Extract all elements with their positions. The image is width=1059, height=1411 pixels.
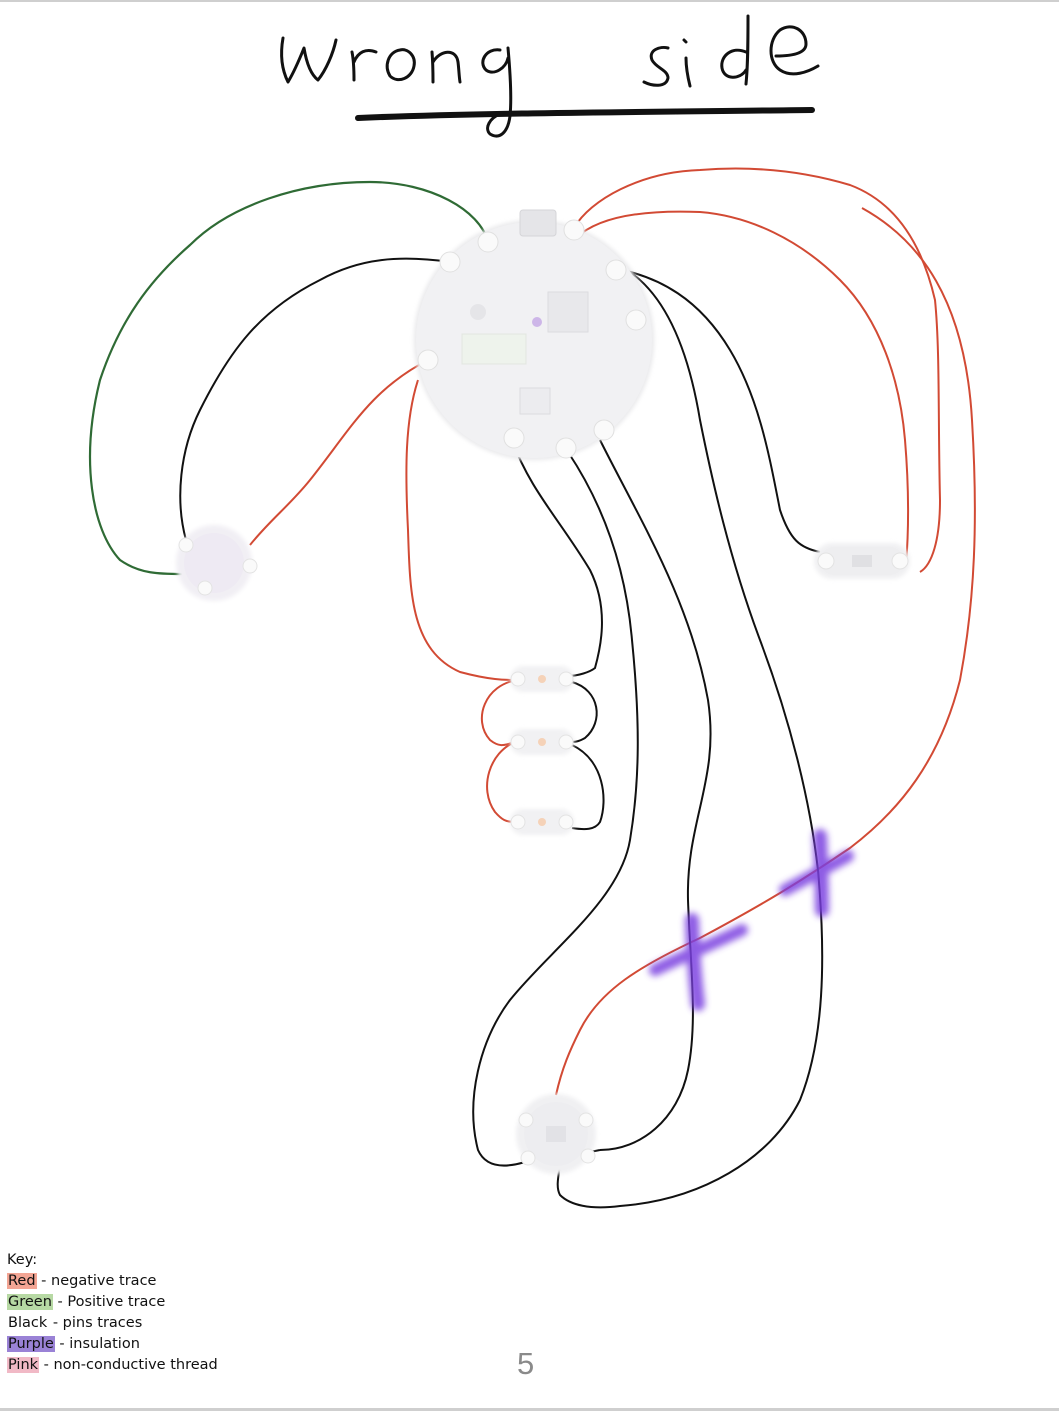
legend-swatch-red: Red [7, 1273, 37, 1289]
insulation-mark-icon [649, 829, 854, 1011]
legend-swatch-purple: Purple [7, 1336, 55, 1352]
legend-text-red: - negative trace [36, 1273, 157, 1289]
positive-trace [88, 180, 490, 576]
legend-text-black: - pins traces [48, 1315, 143, 1331]
legend-swatch-pink: Pink [7, 1357, 40, 1373]
legend-item-pink: Pink - non-conductive thread [7, 1355, 218, 1376]
legend: Key: Red - negative trace Green - Positi… [7, 1250, 218, 1376]
top-border [0, 0, 1059, 2]
negative-traces [249, 167, 976, 1096]
legend-item-black: Black - pins traces [7, 1313, 218, 1334]
legend-swatch-black: Black [8, 1315, 48, 1331]
legend-text-green: - Positive trace [52, 1294, 166, 1310]
main-board-icon [414, 209, 654, 460]
legend-item-purple: Purple - insulation [7, 1334, 218, 1355]
page-number: 5 [517, 1346, 535, 1381]
title-handwriting [280, 14, 820, 138]
legend-item-green: Green - Positive trace [7, 1292, 218, 1313]
led-board-icon [510, 666, 574, 835]
rgb-led-board-icon [516, 1094, 596, 1174]
bottom-border [0, 1408, 1059, 1411]
buzzer-board-icon [176, 525, 258, 601]
legend-heading: Key: [7, 1252, 38, 1268]
legend-item-red: Red - negative trace [7, 1271, 218, 1292]
legend-text-purple: - insulation [54, 1336, 140, 1352]
legend-swatch-green: Green [7, 1294, 53, 1310]
legend-text-pink: - non-conductive thread [39, 1357, 218, 1373]
light-sensor-board-icon [814, 543, 910, 579]
